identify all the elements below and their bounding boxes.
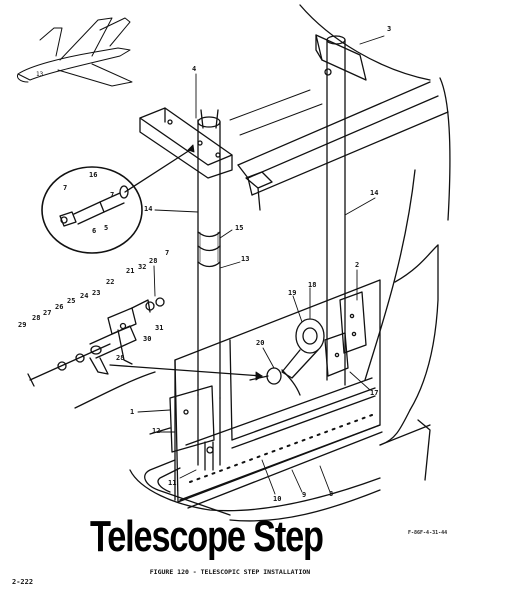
callout-20: 20 [256,339,265,347]
upper-bracket-plate [139,107,233,179]
callout-29: 29 [18,321,27,329]
frame-beams [229,81,449,211]
callout-10: 10 [273,495,282,503]
pivot-linkage [249,318,325,396]
callout-11: 11 [168,479,177,487]
callout-15: 15 [235,224,244,232]
callout-9: 9 [302,491,307,499]
exploded-fastener-stack [27,297,165,387]
aircraft-silhouette: 13 [17,17,133,87]
svg-text:13: 13 [36,71,44,78]
callout-14-left: 14 [144,205,153,213]
detail-circle [41,166,143,254]
callout-13: 13 [241,255,250,263]
callout-7: 7 [110,191,115,199]
callout-3: 3 [387,25,392,33]
callout-6: 6 [92,227,97,235]
step-hinge-assembly [144,385,231,516]
callout-16: 16 [89,171,98,179]
callout-30: 30 [143,335,152,343]
callout-18: 18 [308,281,317,289]
callout-7-b: 7 [165,249,170,257]
callout-21: 21 [126,267,135,275]
callout-28-a: 28 [149,257,158,265]
leader-lines [74,35,385,495]
callout-14-right: 14 [370,189,379,197]
fuselage-skin [299,4,451,446]
lower-skin-contour [129,419,431,522]
callout-7: 7 [63,184,68,192]
callout-19: 19 [288,289,297,297]
callout-12: 12 [152,427,161,435]
callout-28-c: 28 [116,354,125,362]
callout-4: 4 [192,65,197,73]
callout-1: 1 [130,408,135,416]
figure-code: F-86F-4-31-44 [408,530,448,536]
callout-2: 2 [355,261,360,269]
callout-22: 22 [106,278,115,286]
page-title: Telescope Step [90,512,324,561]
front-telescoping-tube [197,109,221,399]
callout-32: 32 [138,263,147,271]
callout-23: 23 [92,289,101,297]
callout-24: 24 [80,292,89,300]
callout-25: 25 [67,297,76,305]
callout-8: 8 [329,490,334,498]
callout-28-b: 28 [32,314,41,322]
callout-17: 17 [370,389,379,397]
step-housing-box [174,279,383,509]
callout-26: 26 [55,303,64,311]
rear-tube [315,34,367,386]
figure-caption: FIGURE 120 - TELESCOPIC STEP INSTALLATIO… [149,568,311,576]
callout-5: 5 [104,224,109,232]
page-number: 2-222 [12,578,34,586]
callout-27: 27 [43,309,52,317]
callout-31: 31 [155,324,164,332]
